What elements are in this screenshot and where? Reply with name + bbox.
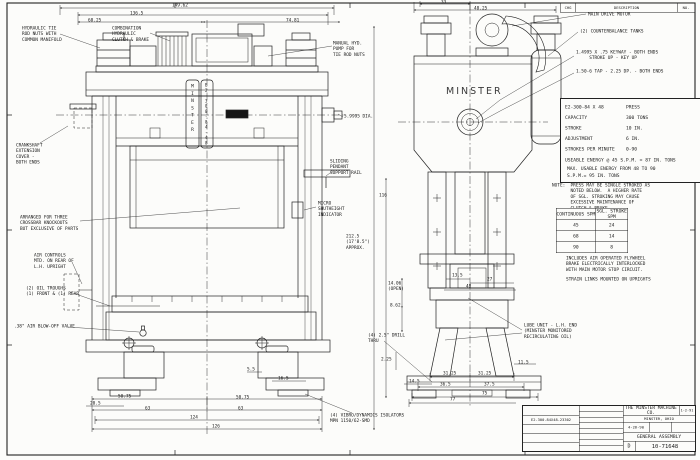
dim-149-62: 149.62 — [172, 3, 188, 8]
title-block-company: THE MINSTER MACHINE CO. — [625, 406, 677, 415]
callout-shutheight-indicator: MICRO SHUTHEIGHT INDICATOR — [318, 201, 345, 218]
callout-manual-hyd-pump: MANUAL HYD. PUMP FOR TIE ROD NUTS — [333, 41, 365, 58]
spm-table: CONTINUOUS SPM SGL. STROKE SPM 45 24 68 … — [556, 208, 629, 253]
dim-5-5: 5.5 — [247, 367, 255, 372]
spec-energy-line2: MAX. USABLE ENERGY FROM 48 TO 90 S.P.M.=… — [567, 166, 656, 179]
table-row: 45 24 — [556, 219, 629, 231]
title-block-size: D — [627, 443, 631, 449]
revision-chg-header: CHG — [561, 3, 576, 12]
spec-model-label: E2-300-84 X 48 — [565, 104, 604, 111]
dim-13-5: 13.5 — [452, 273, 463, 278]
callout-air-controls: AIR CONTROLS MTD. ON REAR OF L.H. UPRIGH… — [34, 253, 74, 270]
spm-header-continuous: CONTINUOUS SPM — [556, 208, 596, 220]
callout-air-blow-off-valve: .38" AIR BLOW-OFF VALVE — [14, 324, 75, 329]
dim-77: 77 — [450, 397, 456, 402]
leader-lines — [39, 13, 587, 414]
spec-capacity-value: 300 TONS — [626, 115, 649, 121]
dim-33: 33 — [441, 0, 447, 5]
dim-68-25: 68.25 — [88, 18, 102, 23]
dim-212-5-approx: 212.5 (17'8.5") APPROX. — [346, 234, 370, 251]
callout-main-drive-motor: MAIN DRIVE MOTOR — [588, 12, 631, 17]
dim-116: 116 — [379, 193, 387, 198]
front-view — [63, 23, 351, 397]
callout-drill-thru: (4) 2.5" DRILL THRU — [368, 333, 406, 344]
dim-50-75-left: 50.75 — [118, 394, 132, 399]
side-view-brand: MINSTER — [446, 86, 503, 97]
dim-74-81: 74.81 — [286, 18, 300, 23]
spec-box: E2-300-84 X 48 PRESS CAPACITY 300 TONS STR… — [560, 98, 700, 183]
title-block-drawing-number: 10-71648 — [651, 442, 679, 450]
dim-5-9995-dia: 5.9995 DIA. — [344, 114, 374, 119]
dim-16-5: 16.5 — [278, 376, 289, 381]
dim-27: 27 — [487, 277, 493, 282]
dim-8-62: 8.62 — [390, 303, 401, 308]
dim-126: 126 — [212, 424, 220, 429]
dim-63-right: 63 — [238, 406, 244, 411]
spec-stroke-label: STROKE — [565, 125, 582, 132]
callout-crossbar-knockouts: ARRANGED FOR THREE CROSSBAR KNOCKOUTS BU… — [20, 215, 79, 232]
spec-spm-value: 0-90 — [626, 146, 638, 153]
dim-2-25: 2.25 — [381, 357, 392, 362]
revision-description-header: DESCRIPTION — [576, 3, 678, 12]
spm-cell: 45 — [556, 219, 596, 231]
dim-11-5: 11.5 — [518, 360, 529, 365]
note-flywheel-brake: INCLUDES AIR OPERATED FLYWHEEL BRAKE ELE… — [566, 256, 646, 273]
dim-63-left: 63 — [145, 406, 151, 411]
spec-energy-line1: USEABLE ENERGY @ 45 S.P.M. = 87 IN. TONS — [565, 157, 676, 163]
callout-keyway: 1.4995 X .75 KEYWAY - BOTH ENDS STROKE U… — [576, 50, 659, 61]
dim-48: 48 — [466, 284, 472, 289]
spec-adjustment-label: ADJUSTMENT — [565, 136, 593, 142]
note-strain-links: STRAIN LINKS MOUNTED ON UPRIGHTS — [566, 277, 651, 282]
callout-pendant-support-rail: SLIDING PENDANT SUPPORT RAIL — [330, 159, 362, 176]
spm-cell: 90 — [556, 241, 596, 253]
revision-strip: CHG DESCRIPTION NO. — [560, 3, 695, 13]
callout-lube-unit: LUBE UNIT - L.H. END (MINSTER MONITORED … — [524, 323, 577, 340]
dim-14-06-open: 14.06 (OPEN) — [388, 281, 404, 292]
spm-cell: 14 — [595, 230, 629, 242]
callout-combination-clutch-brake: COMBINATION HYDRAULIC CLUTCH & BRAKE — [112, 26, 150, 43]
dim-124: 124 — [190, 415, 198, 420]
dimension-lines — [59, 1, 557, 432]
table-row: 90 8 — [556, 241, 629, 253]
dim-20-5: 20.5 — [90, 401, 101, 406]
title-block-date: 4-26-90 — [627, 424, 644, 430]
title-block: E2-300-84X48-23302 THE MINSTER MACHINE C… — [522, 405, 696, 452]
dim-37-5: 37.5 — [484, 382, 495, 387]
dim-50-75-right: 50.75 — [236, 395, 250, 400]
dim-75: 75 — [482, 391, 488, 396]
dim-136-5: 136.5 — [130, 11, 144, 16]
spec-spm-label: STROKES PER MINUTE — [565, 146, 615, 153]
callout-isolators: (4) VIBRO/DYNAMICS ISOLATORS MPN 1150/62… — [330, 413, 405, 424]
callout-hydraulic-tie-rod-nuts: HYDRAULIC TIE ROD NUTS WITH COMMON MANIF… — [22, 26, 62, 43]
front-plaque-model: E2-300-84-48 — [204, 83, 209, 146]
callout-counterbalance-tanks: (2) COUNTERBALANCE TANKS — [580, 29, 644, 34]
spm-cell: 68 — [556, 230, 596, 242]
spm-header-single: SGL. STROKE SPM — [595, 208, 629, 220]
title-block-stamp-date: 1-2-91 — [680, 408, 694, 413]
spec-capacity-label: CAPACITY — [565, 115, 588, 121]
spec-adjustment-value: 6 IN. — [626, 136, 640, 142]
dim-36-5: 36.5 — [440, 382, 451, 387]
spm-cell: 24 — [595, 219, 629, 231]
dim-48-25: 48.25 — [474, 6, 488, 11]
sheet-border — [6, 2, 696, 456]
callout-tap: 1.50-6 TAP - 2.25 DP. - BOTH ENDS — [576, 69, 664, 74]
title-block-title: GENERAL ASSEMBLY — [636, 433, 682, 440]
callout-oil-troughs: (2) OIL TROUGHS (1) FRONT & (1) REAR — [26, 286, 79, 297]
title-block-location: MINSTER, OHIO — [644, 416, 674, 421]
side-view — [406, 13, 562, 399]
dim-31-25-right: 31.25 — [478, 371, 492, 376]
dim-14-5: 14.5 — [409, 379, 420, 384]
spm-cell: 8 — [595, 241, 629, 253]
dim-31-25-left: 31.25 — [443, 371, 457, 376]
spec-model-value: PRESS — [626, 104, 640, 111]
callout-crankshaft-extension-cover: CRANKSHAFT EXTENSION COVER - BOTH ENDS — [16, 143, 43, 166]
front-plaque-brand: MINSTER — [190, 84, 195, 135]
revision-no-header: NO. — [682, 5, 690, 11]
title-block-machine-number: E2-300-84X48-23302 — [530, 417, 572, 422]
spec-stroke-value: 10 IN. — [626, 125, 643, 132]
table-row: 68 14 — [556, 230, 629, 242]
